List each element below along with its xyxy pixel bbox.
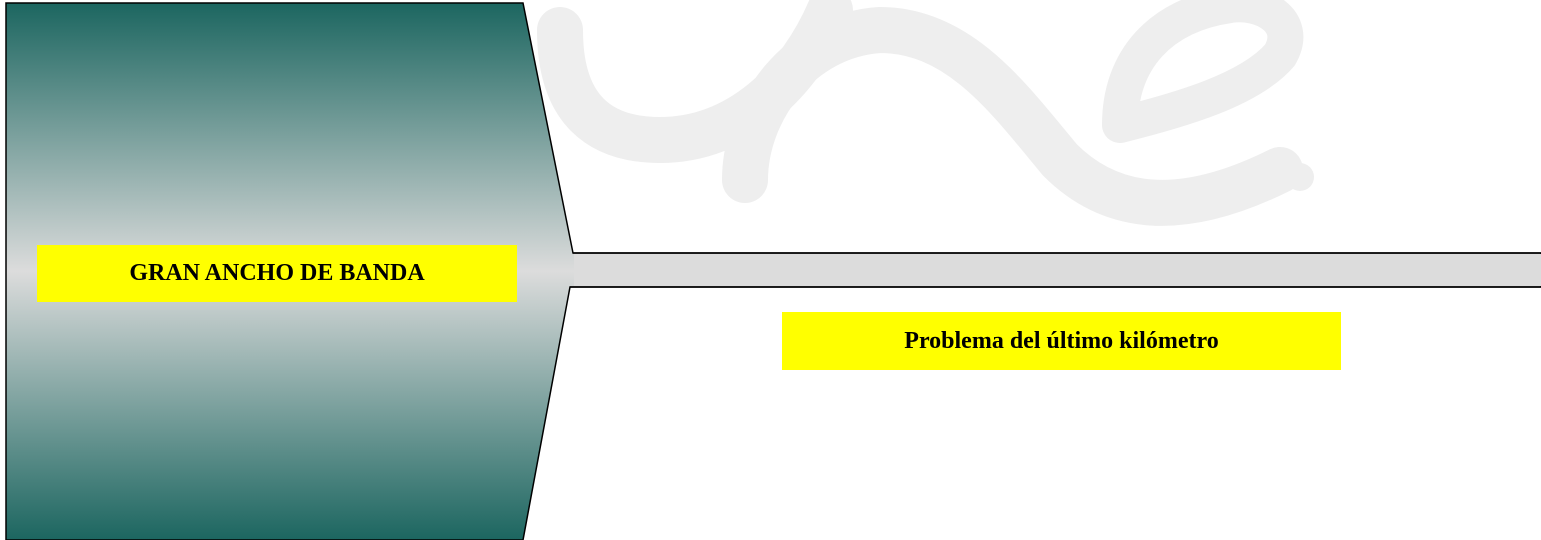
bandwidth-label: GRAN ANCHO DE BANDA [37, 245, 517, 302]
last-mile-pipe [574, 254, 1541, 286]
last-mile-label: Problema del último kilómetro [782, 312, 1341, 370]
last-mile-pipe-outline [570, 252, 1541, 288]
une-logo-watermark [537, 0, 1314, 226]
